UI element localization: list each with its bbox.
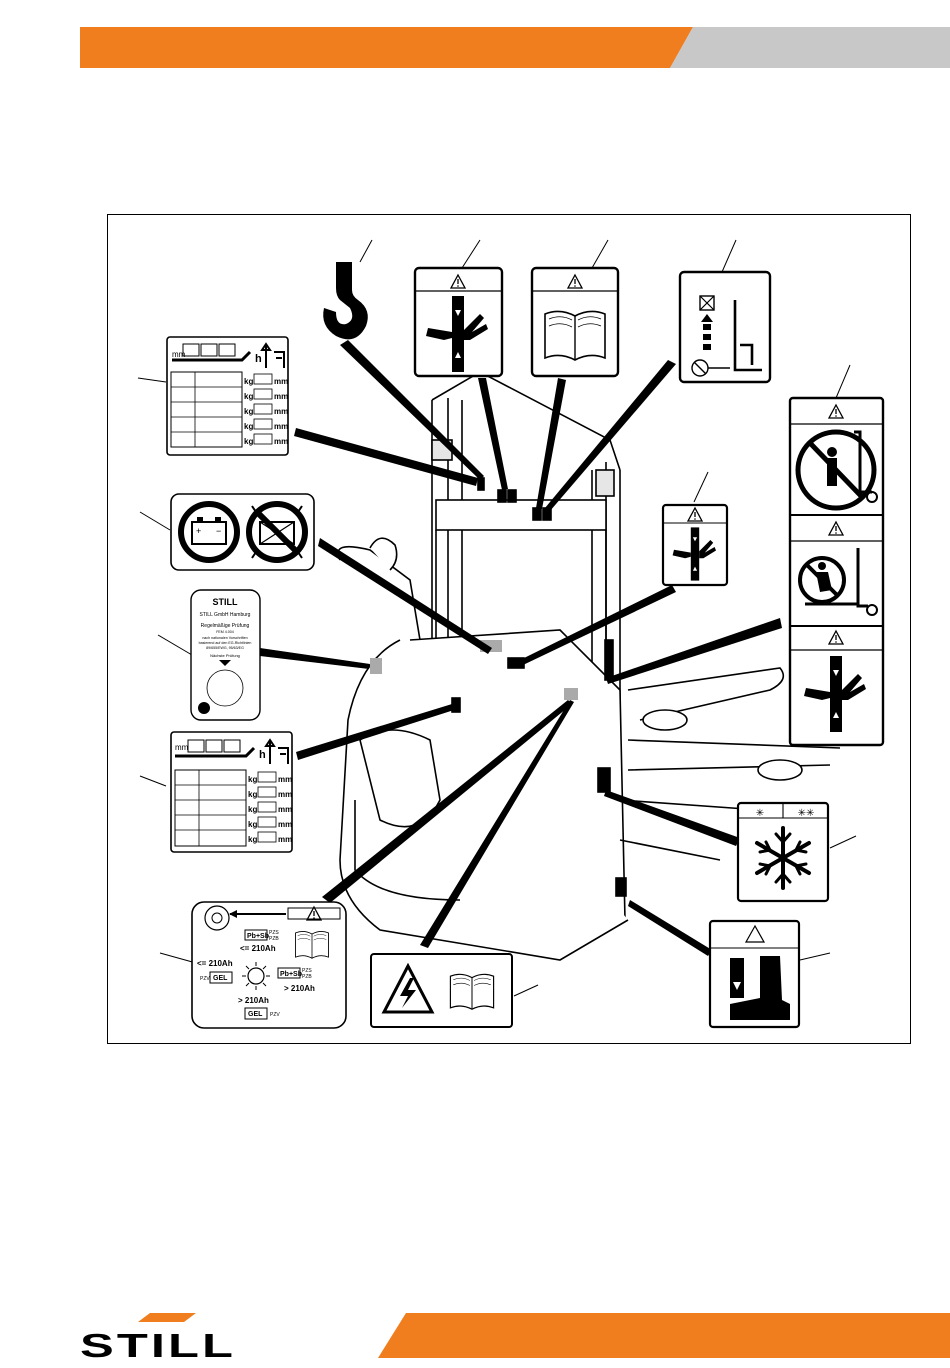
load-chart-top: mm h kg kg kg kg kg mm mm mm mm (166, 336, 289, 456)
svg-text:mm: mm (274, 377, 288, 386)
svg-text:kg: kg (248, 820, 257, 829)
svg-text:PZV: PZV (200, 976, 210, 982)
svg-text:h: h (259, 749, 266, 761)
svg-text:mm: mm (278, 820, 292, 829)
svg-text:STILL GmbH Hamburg: STILL GmbH Hamburg (200, 612, 251, 618)
foot-crush-icon (730, 956, 790, 1020)
svg-text:kg: kg (248, 835, 257, 844)
svg-text:mm: mm (274, 407, 288, 416)
unit-h-label: h (255, 353, 262, 365)
warning-triangle-icon (744, 924, 766, 943)
inspection-label: STILL STILL GmbH Hamburg Regelmäßige Prü… (190, 589, 261, 721)
svg-text:nach nationalen Vorschriften: nach nationalen Vorschriften (202, 636, 247, 640)
svg-text:mm: mm (175, 743, 189, 752)
svg-text:FEM 4.004: FEM 4.004 (216, 630, 234, 634)
svg-text:89/655/EWG, 95/63/EG: 89/655/EWG, 95/63/EG (206, 646, 244, 650)
battery-icon: + − (178, 501, 240, 563)
footer-bar: STILL (80, 1313, 950, 1364)
svg-text:kg: kg (248, 775, 257, 784)
hand-crush-label-small (661, 503, 729, 587)
still-logo: STILL (80, 1327, 236, 1364)
no-person-under-mast-icon (795, 429, 878, 511)
svg-text:mm: mm (278, 805, 292, 814)
load-chart-bottom: mm h kg kg kg kg kg mm mm mm mm (170, 731, 293, 853)
electrical-hazard-icon (381, 962, 435, 1014)
foot-crush-label (708, 919, 801, 1029)
svg-text:> 210Ah: > 210Ah (238, 996, 269, 1005)
svg-text:mm: mm (278, 775, 292, 784)
triple-warning-label (788, 396, 885, 747)
svg-text:PZB: PZB (302, 974, 312, 980)
svg-text:basierend auf den EG-Richtlini: basierend auf den EG-Richtlinien (199, 641, 252, 645)
svg-text:PZB: PZB (269, 936, 279, 942)
svg-text:✳: ✳ (756, 808, 764, 819)
svg-text:mm: mm (274, 437, 288, 446)
svg-text:−: − (216, 526, 221, 536)
read-manual-label (530, 266, 620, 378)
svg-text:kg: kg (248, 790, 257, 799)
unit-mm-label: mm (172, 350, 186, 359)
svg-text:mm: mm (274, 392, 288, 401)
still-logo-mark (138, 1313, 196, 1322)
svg-text:✳✳: ✳✳ (798, 808, 815, 819)
svg-text:Pb+Sb: Pb+Sb (247, 933, 269, 940)
svg-text:Nächste Prüfung: Nächste Prüfung (210, 653, 240, 658)
battery-charge-label: Pb+Sb PZS PZB <= 210Ah <= 210Ah PZV GEL … (191, 901, 347, 1029)
svg-text:kg: kg (244, 422, 253, 431)
svg-text:kg: kg (244, 377, 253, 386)
crane-hook-icon (323, 262, 368, 340)
svg-text:mm: mm (274, 422, 288, 431)
leader-lines (260, 340, 782, 956)
battery-label: + − (170, 493, 315, 571)
svg-text:kg: kg (248, 805, 257, 814)
no-battery-icon (246, 501, 308, 563)
svg-text:mm: mm (278, 790, 292, 799)
header-bar (0, 0, 950, 70)
svg-text:PZV: PZV (270, 1012, 280, 1018)
svg-text:kg: kg (244, 392, 253, 401)
load-capacity-icon (678, 270, 772, 384)
still-logo-small: STILL (213, 597, 238, 607)
hand-crush-label-top (413, 266, 504, 378)
freezer-label: ✳ ✳✳ (736, 801, 830, 903)
svg-text:mm: mm (278, 835, 292, 844)
svg-text:+: + (196, 526, 201, 536)
svg-text:Regelmäßige Prüfung: Regelmäßige Prüfung (201, 623, 250, 629)
svg-text:GEL: GEL (248, 1011, 263, 1018)
freezer-snowflake-icon (755, 826, 811, 890)
svg-text:PZS: PZS (302, 968, 312, 974)
svg-text:kg: kg (244, 407, 253, 416)
svg-text:<= 210Ah: <= 210Ah (240, 944, 276, 953)
svg-text:<= 210Ah: <= 210Ah (197, 959, 233, 968)
figure-frame (107, 214, 911, 1044)
no-riding-icon (798, 548, 878, 616)
svg-text:PZS: PZS (269, 930, 279, 936)
svg-text:Pb+Sb: Pb+Sb (280, 971, 302, 978)
svg-text:> 210Ah: > 210Ah (284, 984, 315, 993)
svg-text:GEL: GEL (213, 975, 228, 982)
svg-text:kg: kg (244, 437, 253, 446)
electrical-hazard-label (370, 953, 513, 1028)
